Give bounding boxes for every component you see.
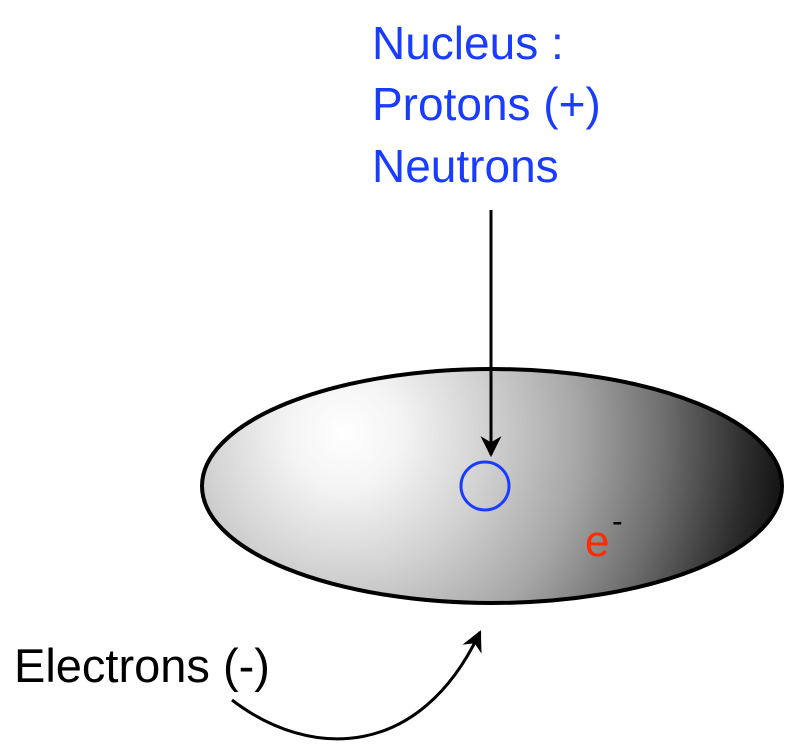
electron-charge-superscript: -: [612, 503, 623, 539]
nucleus-label-line2: Protons (+): [372, 78, 601, 130]
electrons-label: Electrons (-): [14, 639, 270, 692]
electron-symbol: e: [585, 517, 609, 566]
nucleus-label-line1: Nucleus :: [372, 17, 564, 69]
nucleus-circle: [459, 460, 511, 512]
electrons-arrow: [231, 630, 482, 741]
nucleus-label-line3: Neutrons: [372, 140, 559, 192]
